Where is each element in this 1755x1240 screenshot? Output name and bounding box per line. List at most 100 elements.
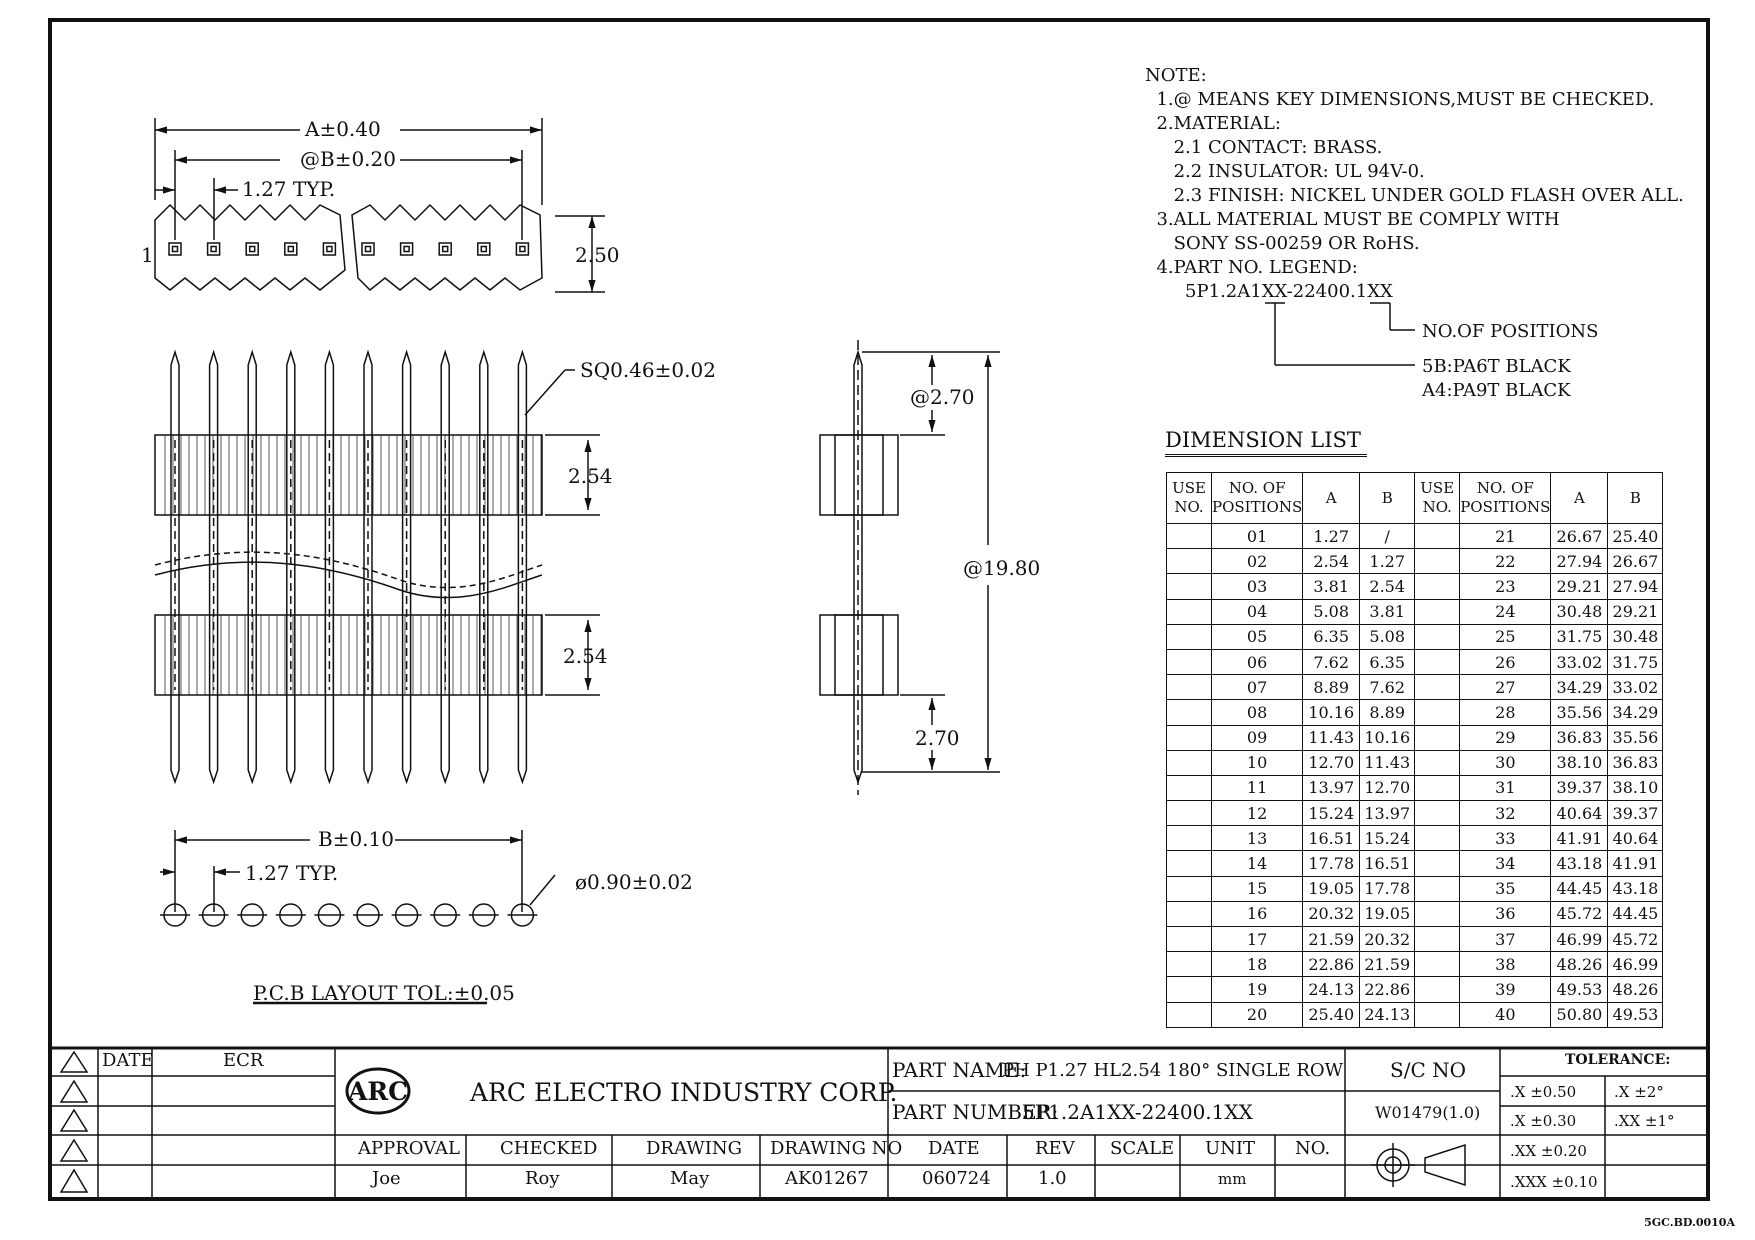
table-cell: 27.94: [1550, 548, 1609, 575]
table-cell: 35.56: [1607, 724, 1664, 751]
tol-4: .XX ±0.20: [1510, 1142, 1587, 1160]
table-cell: 39: [1459, 976, 1552, 1003]
front-pin: [401, 349, 412, 785]
table-cell: [1166, 951, 1212, 978]
table-cell: 8.89: [1302, 674, 1361, 701]
legend-positions: NO.OF POSITIONS: [1422, 321, 1598, 342]
table-cell: [1166, 925, 1212, 953]
table-cell: /: [1359, 522, 1416, 550]
note-line: 4.PART NO. LEGEND:: [1145, 257, 1358, 278]
table-cell: 13.97: [1302, 774, 1361, 802]
top-pin: [322, 242, 337, 256]
table-cell: 25: [1459, 623, 1552, 650]
tol-5: .XXX ±0.10: [1510, 1173, 1598, 1191]
table-cell: 39.37: [1550, 774, 1609, 802]
table-cell: 33.02: [1607, 674, 1664, 701]
table-cell: 7.62: [1359, 674, 1416, 701]
table-cell: [1166, 699, 1212, 726]
approval-value: Joe: [372, 1168, 401, 1189]
top-body-right: [351, 203, 543, 292]
table-cell: 20.32: [1302, 900, 1361, 928]
table-cell: 30.48: [1550, 598, 1609, 625]
approval-header: APPROVAL: [358, 1138, 460, 1159]
table-cell: 50.80: [1550, 1001, 1609, 1028]
note-line: 2.2 INSULATOR: UL 94V-0.: [1145, 161, 1425, 182]
table-cell: 10: [1210, 749, 1304, 776]
table-cell: [1414, 900, 1461, 928]
ecr-header: ECR: [223, 1050, 264, 1071]
date-value: 060724: [922, 1168, 991, 1189]
top-pin: [438, 242, 452, 256]
table-cell: 3.81: [1359, 598, 1416, 625]
top-pin-inner: [519, 245, 526, 253]
company-name: ARC ELECTRO INDUSTRY CORP.: [470, 1078, 898, 1107]
table-cell: 17.78: [1359, 875, 1416, 902]
table-cell: 26.67: [1607, 548, 1664, 575]
part-name-label: PART NAME:: [892, 1058, 1027, 1082]
checked-value: Roy: [525, 1168, 560, 1189]
table-cell: 27.94: [1607, 573, 1664, 600]
table-cell: 35: [1459, 875, 1552, 902]
table-cell: [1414, 548, 1461, 575]
insulator-lower: [154, 614, 543, 696]
table-cell: 30: [1459, 749, 1552, 776]
front-view: [154, 349, 600, 785]
dim-b-label: @B±0.20: [300, 147, 396, 171]
header-b-2: B: [1607, 472, 1664, 524]
pcb-caption: P.C.B LAYOUT TOL:±0.05: [253, 981, 515, 1005]
scale-header: SCALE: [1110, 1138, 1175, 1159]
arc-logo-icon: [345, 1067, 411, 1115]
table-cell: 10.16: [1359, 724, 1416, 751]
note-line: NOTE:: [1145, 65, 1207, 86]
table-cell: 44.45: [1607, 900, 1664, 928]
header-a: A: [1302, 472, 1361, 524]
notes-block: NOTE: 1.@ MEANS KEY DIMENSIONS,MUST BE C…: [1145, 64, 1684, 304]
front-pin: [517, 349, 528, 785]
table-cell: 40.64: [1550, 800, 1609, 827]
side-view: [819, 340, 1000, 795]
top-pin-inner: [403, 245, 410, 253]
drawing-no-value: AK01267: [785, 1168, 869, 1189]
checked-header: CHECKED: [500, 1138, 598, 1159]
table-cell: 02: [1210, 548, 1304, 575]
table-cell: [1414, 699, 1461, 726]
tol-3: .XX ±1°: [1614, 1112, 1675, 1130]
note-line: 3.ALL MATERIAL MUST BE COMPLY WITH: [1145, 209, 1560, 230]
table-cell: 25.40: [1302, 1001, 1361, 1028]
legend-leaders: [1265, 302, 1415, 366]
note-line: 2.3 FINISH: NICKEL UNDER GOLD FLASH OVER…: [1145, 185, 1684, 206]
table-cell: [1414, 749, 1461, 776]
drawing-value: May: [670, 1168, 710, 1189]
table-cell: 25.40: [1607, 522, 1664, 550]
table-cell: 34: [1459, 850, 1552, 877]
top-pin-inner: [364, 245, 372, 253]
table-cell: 33.02: [1550, 648, 1609, 676]
table-cell: 32: [1459, 800, 1552, 827]
table-cell: 6.35: [1302, 623, 1361, 650]
table-cell: 28: [1459, 699, 1552, 726]
table-cell: 34.29: [1550, 674, 1609, 701]
drawing-no-header: DRAWING NO: [770, 1138, 903, 1159]
table-cell: 5.08: [1359, 623, 1416, 650]
table-cell: 15.24: [1359, 825, 1416, 852]
table-cell: 38.10: [1550, 749, 1609, 776]
insulator-upper: [154, 434, 543, 516]
top-pin-inner: [210, 245, 217, 253]
pitch-label: 1.27 TYP.: [242, 177, 335, 201]
part-number-label: PART NUMBER:: [892, 1100, 1059, 1124]
top-pin: [515, 242, 530, 256]
table-cell: 36.83: [1607, 749, 1664, 776]
table-cell: 22: [1459, 548, 1552, 575]
part-name: PH P1.27 HL2.54 180° SINGLE ROW: [1002, 1060, 1344, 1081]
side-lower-label: 2.70: [915, 726, 960, 750]
top-pin: [477, 242, 491, 256]
unit-header: UNIT: [1205, 1138, 1256, 1159]
table-cell: 48.26: [1550, 951, 1609, 978]
table-cell: 41.91: [1607, 850, 1664, 877]
